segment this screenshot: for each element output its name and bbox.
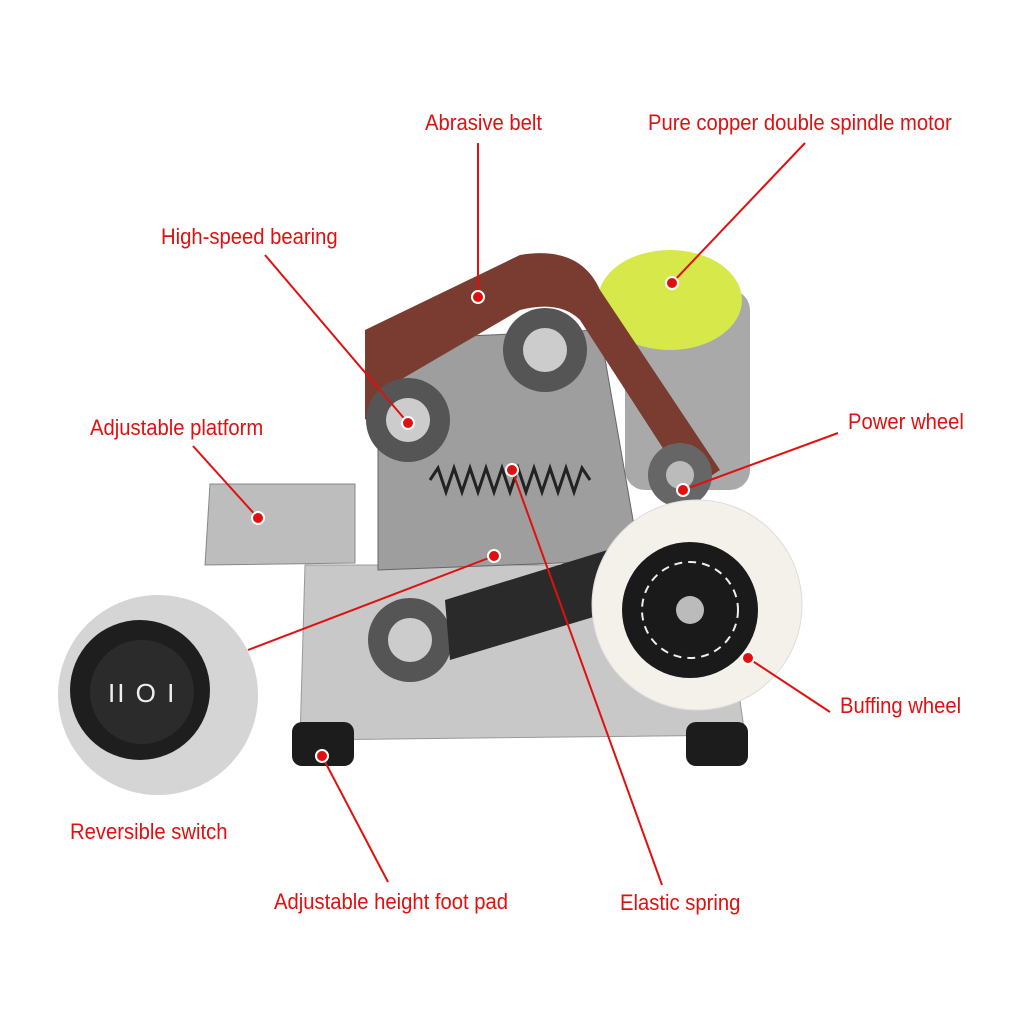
label-bearing: High-speed bearing	[161, 224, 338, 249]
foot-right	[686, 722, 748, 766]
label-motor: Pure copper double spindle motor	[648, 110, 952, 135]
top-roller	[503, 308, 587, 392]
elastic-spring	[428, 463, 592, 497]
label-abrasive-belt: Abrasive belt	[425, 110, 543, 135]
adjustable-platform	[204, 483, 356, 566]
bottom-roller	[368, 598, 452, 682]
buffing-wheel	[591, 499, 803, 711]
label-buffing-wheel: Buffing wheel	[840, 693, 962, 718]
leader-lines	[192, 142, 839, 886]
label-power-wheel: Power wheel	[848, 409, 964, 434]
label-foot-pad: Adjustable height foot pad	[274, 889, 509, 914]
power-wheel	[648, 443, 712, 507]
abrasive-belt	[365, 253, 720, 490]
switch-symbol: II O I	[108, 678, 177, 708]
label-switch: Reversible switch	[70, 819, 228, 844]
motor-cap	[598, 250, 742, 350]
label-spring: Elastic spring	[620, 890, 741, 915]
label-platform: Adjustable platform	[90, 415, 264, 440]
switch-inset	[58, 595, 258, 795]
foot-left	[292, 722, 354, 766]
